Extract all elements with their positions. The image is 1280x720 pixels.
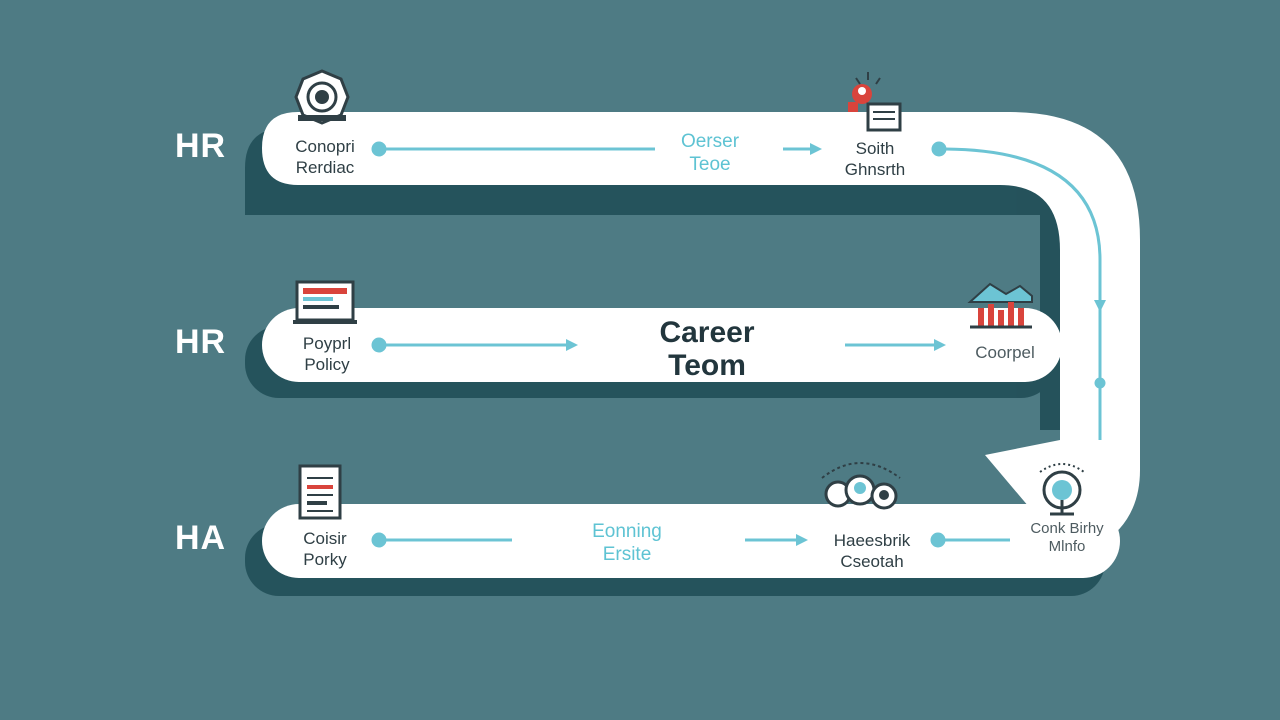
row3-middle-line2: Ersite (602, 544, 652, 565)
row2-middle-line2: Teom (668, 349, 746, 382)
row1-end-line1: Soith (855, 139, 895, 158)
row3-corner-line2: Mlnfo (1048, 538, 1086, 555)
document-icon (298, 464, 342, 520)
gear-badge-icon (294, 69, 350, 125)
row1-end-label: Soith Ghnsrth (820, 138, 930, 180)
row1-end-line2: Ghnsrth (844, 160, 906, 179)
track-row3 (262, 504, 1120, 578)
row3-start-line2: Porky (303, 550, 347, 569)
row2-start-line2: Policy (304, 355, 350, 374)
row-label-3: HA (175, 519, 227, 557)
row3-end-line1: Haeesbrik (833, 531, 911, 550)
row2-start-label: Poyprl Policy (272, 333, 382, 375)
connectors (371, 141, 1106, 548)
row3-middle-line1: Eonning (592, 521, 662, 542)
row3-middle-label: Eonning Ersite (572, 520, 682, 566)
row3-end-line2: Cseotah (840, 552, 904, 571)
row2-middle-line1: Career (659, 316, 755, 349)
track-row2 (262, 308, 1062, 382)
row1-middle-line1: Oerser (680, 131, 740, 152)
globe-pin-icon (1039, 463, 1085, 516)
row3-end-label: Haeesbrik Cseotah (812, 530, 932, 572)
row1-start-label: Conopri Rerdiac (270, 136, 380, 178)
row1-end-dot (931, 141, 947, 157)
row3-corner-line1: Conk Birhy (1030, 520, 1104, 537)
row3-start-line1: Coisir (303, 529, 347, 548)
row2-arrowhead-b (934, 339, 946, 351)
row3-start-label: Coisir Porky (270, 528, 380, 570)
row3-arrowhead (796, 534, 808, 546)
team-chart-icon (848, 72, 902, 132)
row2-arrowhead-a (566, 339, 578, 351)
laptop-icon (293, 280, 357, 324)
row1-middle-line2: Teoe (689, 154, 731, 175)
row2-middle-label: Career Teom (612, 316, 802, 382)
row1-arrowhead (810, 143, 822, 155)
row1-start-line2: Rerdiac (295, 158, 355, 177)
row3-corner-label: Conk Birhy Mlnfo (1012, 520, 1122, 556)
people-group-icon (821, 462, 901, 510)
mountain-chart-icon (967, 282, 1033, 329)
row2-start-line1: Poyprl (302, 334, 352, 353)
row2-end-line1: Coorpel (975, 343, 1035, 362)
row1-middle-label: Oerser Teoe (655, 130, 765, 176)
bend-arrowhead (1094, 300, 1106, 312)
row1-start-line1: Conopri (295, 137, 355, 156)
row-label-2: HR (175, 323, 227, 361)
row2-end-label: Coorpel (950, 342, 1060, 363)
row3-end-dot (930, 532, 946, 548)
bend-dot (1094, 377, 1106, 389)
bend-line (944, 147, 1102, 440)
row-label-1: HR (175, 127, 227, 165)
